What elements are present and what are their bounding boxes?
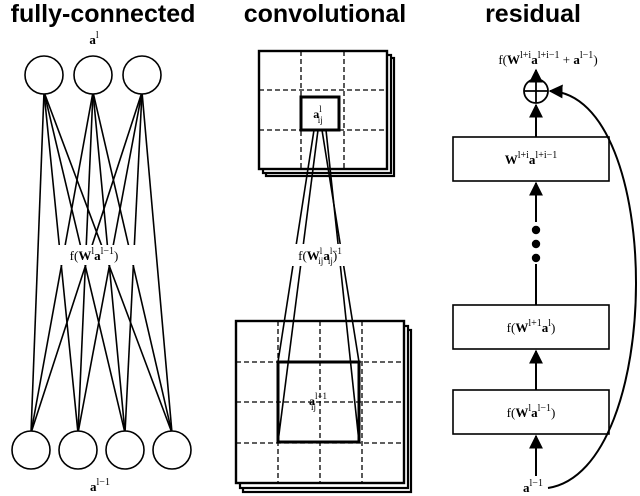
fc-edge-2-3 xyxy=(141,91,173,434)
conv-projection-lines xyxy=(277,129,360,443)
fc-top-node-0 xyxy=(24,55,64,95)
fc-bottom-node-3 xyxy=(152,430,192,470)
fc-top-node-2 xyxy=(122,55,162,95)
residual-box-bottom xyxy=(452,389,610,435)
conv-top-cell xyxy=(299,95,341,132)
fc-top-layer-label: al xyxy=(89,30,99,47)
fc-bottom-node-1 xyxy=(58,430,98,470)
title-residual: residual xyxy=(485,0,581,28)
fc-bottom-node-0 xyxy=(11,430,51,470)
residual-box-mid-label: f(Wl+1al) xyxy=(507,318,556,335)
residual-output-label: f(Wl+ial+i−1 + al−1) xyxy=(498,50,597,67)
residual-box-bottom-label: f(Wlal−1) xyxy=(507,403,556,420)
fc-edge-label: f(Wlal−1) xyxy=(70,246,119,263)
fc-nodes xyxy=(11,55,192,470)
residual-skip-connection xyxy=(547,84,637,489)
conv-bottom-feature-map xyxy=(234,319,413,494)
fc-edge-0-0 xyxy=(30,91,45,434)
residual-ellipsis xyxy=(531,225,541,263)
residual-box-mid xyxy=(452,304,610,350)
residual-box-top xyxy=(452,136,610,182)
fc-bottom-node-2 xyxy=(105,430,145,470)
residual-input-label: al−1 xyxy=(523,478,543,495)
fc-top-node-1 xyxy=(73,55,113,95)
title-fully-connected: fully-connected xyxy=(11,0,196,28)
residual-sum-node xyxy=(523,78,549,104)
title-convolutional: convolutional xyxy=(244,0,407,28)
conv-receptive-field xyxy=(276,360,361,444)
fc-edge-label-group: f(Wlal−1) xyxy=(52,245,136,265)
conv-top-feature-map xyxy=(257,49,396,178)
fc-bottom-layer-label: al−1 xyxy=(90,477,110,494)
residual-box-top-label: Wl+ial+i−1 xyxy=(505,150,558,167)
